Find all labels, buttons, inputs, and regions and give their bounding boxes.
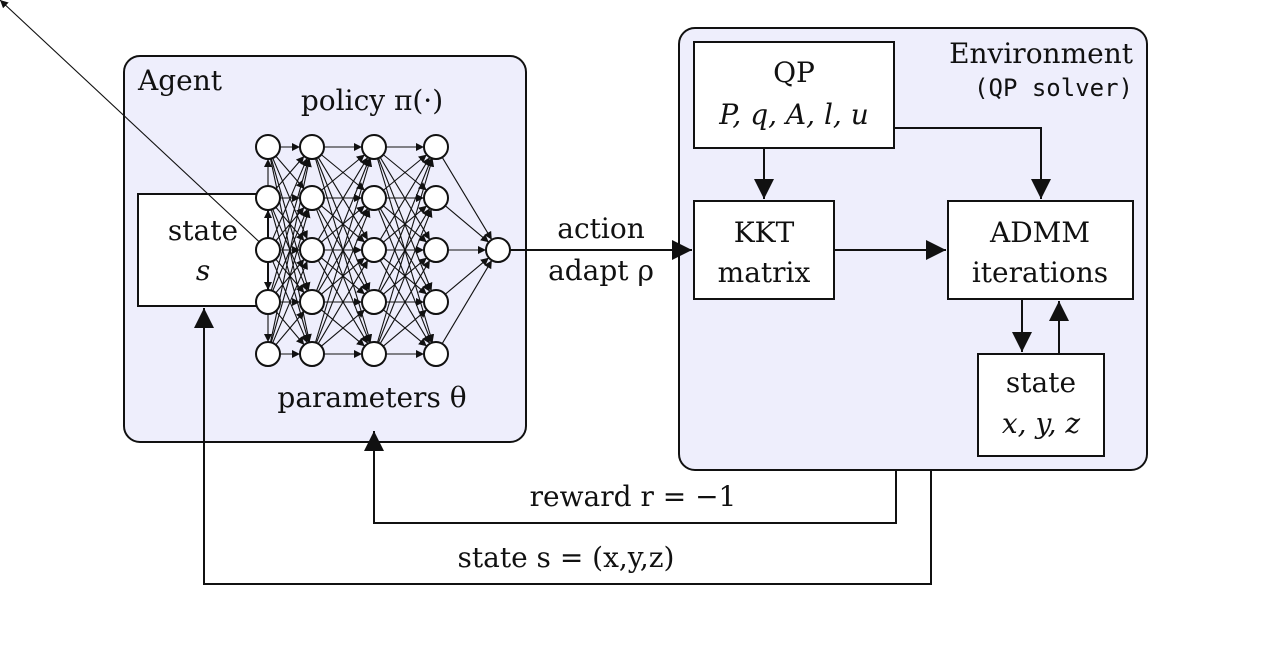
admm-line1: ADMM	[989, 216, 1090, 249]
network-input-edge	[0, 0, 269, 251]
network-edge	[320, 154, 366, 191]
admm-box: ADMM iterations	[947, 200, 1134, 300]
qp-line2: P, q, A, l, u	[718, 98, 869, 131]
network-node	[255, 185, 281, 211]
network-node	[361, 185, 387, 211]
policy-label: policy π(·)	[301, 84, 443, 117]
environment-subtitle: (QP solver)	[974, 74, 1133, 102]
network-edge	[315, 208, 371, 344]
agent-panel: Agent policy π(·) parameters θ state s	[0, 0, 527, 443]
network-edge	[382, 154, 428, 191]
agent-state-line1: state	[168, 214, 238, 247]
action-line2: adapt ρ	[548, 254, 654, 287]
network-edge	[272, 260, 308, 344]
network-node	[255, 237, 281, 263]
network-node	[423, 341, 449, 367]
agent-title: Agent	[137, 64, 223, 97]
policy-network	[0, 0, 511, 367]
network-node	[299, 185, 325, 211]
network-edges	[0, 0, 493, 358]
network-node	[361, 289, 387, 315]
kkt-box: KKT matrix	[693, 200, 835, 300]
kkt-line2: matrix	[718, 256, 811, 289]
network-edge	[317, 260, 369, 344]
network-edge	[379, 156, 431, 241]
network-edge	[444, 205, 490, 243]
reward-label: reward r = −1	[530, 480, 737, 513]
network-edge	[272, 157, 308, 240]
network-edge	[315, 157, 371, 292]
qp-to-admm-arrow	[894, 127, 1051, 199]
state-feedback-label: state s = (x,y,z)	[458, 541, 675, 574]
network-edge	[379, 260, 431, 344]
network-node	[255, 134, 281, 160]
qp-line1: QP	[773, 56, 815, 89]
network-edge	[317, 156, 369, 241]
network-edge	[441, 260, 493, 344]
network-output-node	[485, 237, 511, 263]
network-edge	[444, 257, 490, 295]
network-node	[299, 134, 325, 160]
agent-state-box: state s	[137, 193, 269, 307]
reward-arrow	[364, 431, 897, 524]
network-node	[361, 134, 387, 160]
network-node	[299, 341, 325, 367]
network-edge	[382, 309, 428, 347]
network-node	[299, 237, 325, 263]
agent-state-line2: s	[196, 254, 210, 287]
network-node	[299, 289, 325, 315]
network-edge	[377, 157, 433, 292]
network-edge	[275, 155, 305, 190]
parameters-label: parameters θ	[277, 381, 466, 414]
env-state-line2: x, y, z	[1002, 407, 1080, 440]
env-state-box: state x, y, z	[977, 353, 1105, 457]
network-node	[255, 289, 281, 315]
kkt-line1: KKT	[734, 216, 795, 249]
network-node	[361, 341, 387, 367]
network-nodes	[255, 134, 511, 367]
environment-title: Environment	[949, 37, 1134, 70]
network-edge	[275, 310, 305, 346]
network-node	[255, 341, 281, 367]
network-edge	[270, 158, 311, 291]
qp-box: QP P, q, A, l, u	[693, 41, 895, 149]
action-line1: action	[557, 212, 644, 245]
network-node	[423, 134, 449, 160]
network-edge	[314, 158, 373, 343]
network-edge	[376, 158, 435, 343]
state-feedback-arrow	[194, 308, 932, 585]
network-node	[423, 237, 449, 263]
network-edge	[441, 156, 493, 241]
network-edge	[270, 209, 311, 343]
admm-line2: iterations	[972, 256, 1108, 289]
network-node	[423, 185, 449, 211]
network-edge	[377, 208, 433, 344]
network-node	[361, 237, 387, 263]
network-node	[423, 289, 449, 315]
env-state-line1: state	[1006, 366, 1076, 399]
network-edge	[320, 309, 366, 347]
